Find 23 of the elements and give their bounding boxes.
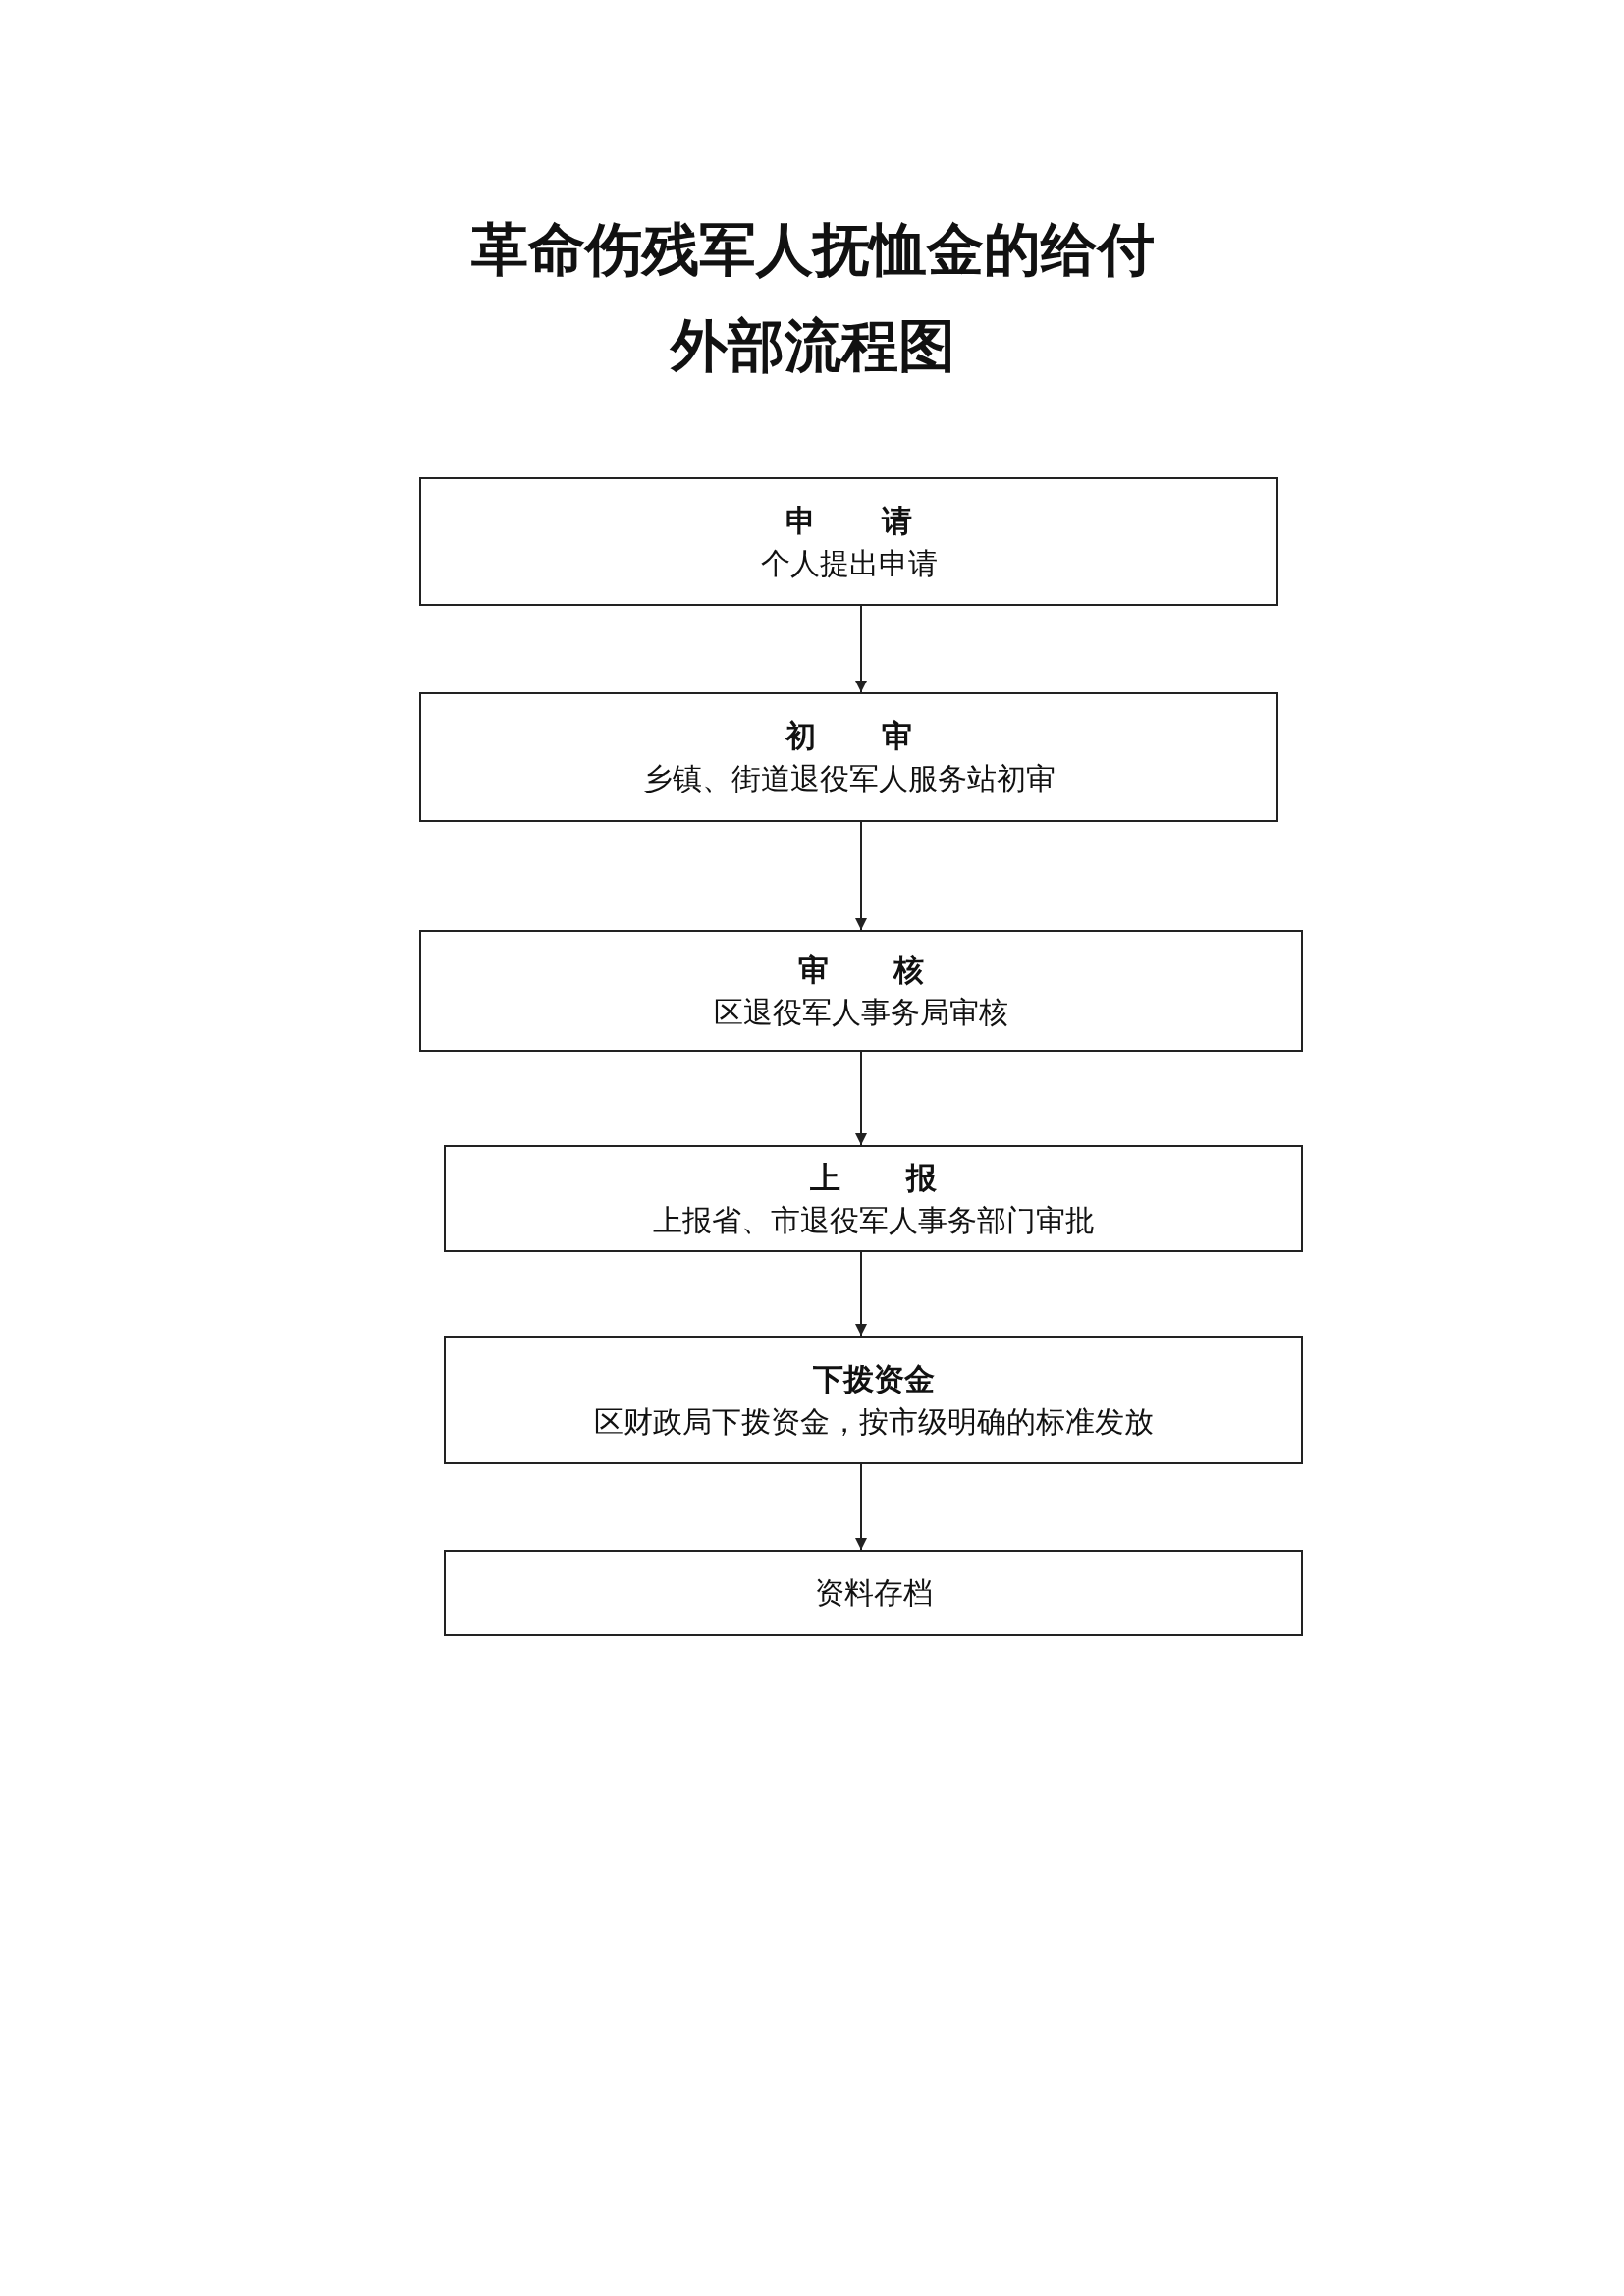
step-title: 申 请 (785, 501, 912, 540)
process-box (444, 1336, 1303, 1464)
process-box (444, 1550, 1303, 1636)
step-description: 乡镇、街道退役军人服务站初审 (642, 760, 1056, 797)
step-description: 资料存档 (814, 1574, 933, 1612)
arrow (855, 1463, 867, 1551)
arrow (855, 1251, 867, 1337)
step-title: 下拨资金 (812, 1359, 935, 1398)
process-box (419, 692, 1278, 822)
arrow (855, 605, 867, 693)
process-box (419, 930, 1303, 1052)
process-box (419, 477, 1278, 606)
step-description: 区财政局下拨资金，按市级明确的标准发放 (593, 1402, 1154, 1441)
process-box (444, 1145, 1303, 1252)
diagram-title: 革命伤残军人抚恤金的给付外部流程图 (470, 215, 1156, 381)
step-title: 上 报 (810, 1158, 937, 1197)
step-description: 区退役军人事务局审核 (714, 994, 1008, 1031)
step-description: 个人提出申请 (760, 544, 938, 582)
step-description: 上报省、市退役军人事务部门审批 (652, 1201, 1095, 1239)
arrow (855, 1051, 867, 1146)
step-title: 审 核 (797, 951, 925, 989)
step-title: 初 审 (785, 717, 912, 755)
arrow (855, 821, 867, 931)
